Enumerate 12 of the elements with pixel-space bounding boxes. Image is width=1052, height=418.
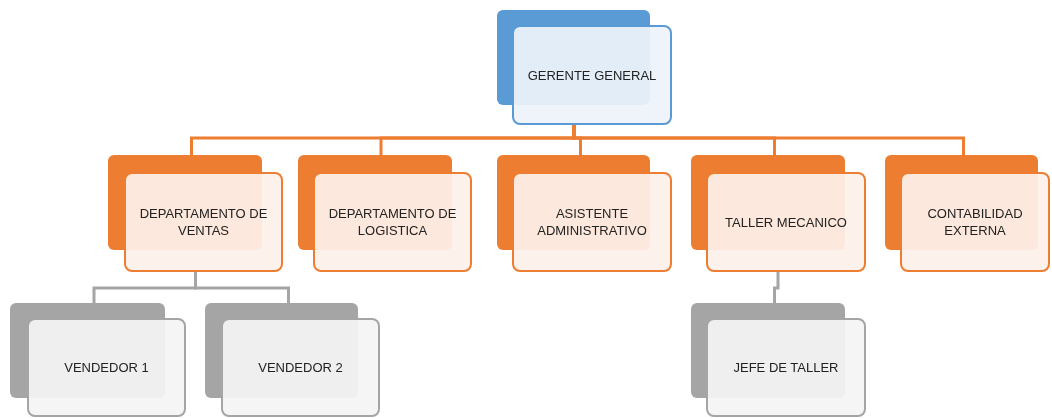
position-label: VENDEDOR 2 <box>258 359 343 376</box>
position-label: ASISTENTE ADMINISTRATIVO <box>536 205 648 239</box>
position-label: GERENTE GENERAL <box>527 66 657 84</box>
position-label: DEPARTAMENTO DE LOGISTICA <box>327 205 458 239</box>
connector-line <box>572 125 965 155</box>
position-label: JEFE DE TALLER <box>733 359 839 376</box>
position-label: VENDEDOR 1 <box>64 359 149 376</box>
connector-line <box>194 272 290 303</box>
position-label: DEPARTAMENTO DE VENTAS <box>138 205 269 239</box>
position-label: TALLER MECANICO <box>725 213 847 231</box>
connector-line <box>773 272 780 303</box>
position-label: CONTABILIDAD EXTERNA <box>926 205 1024 239</box>
